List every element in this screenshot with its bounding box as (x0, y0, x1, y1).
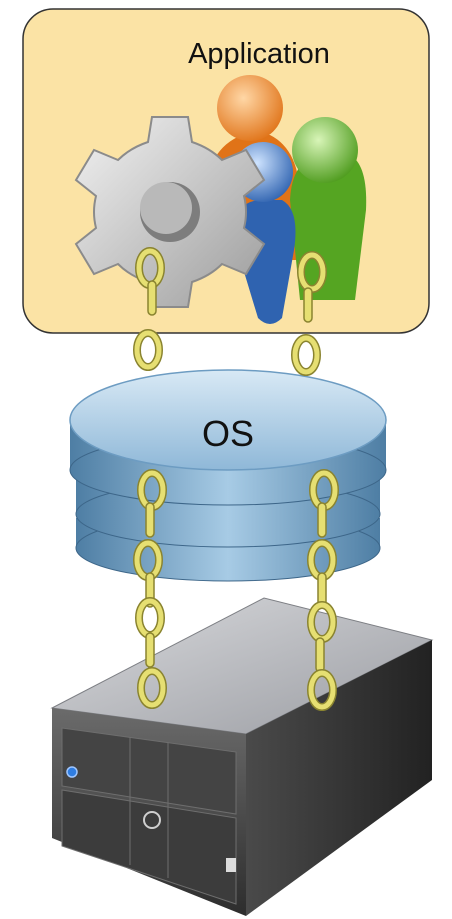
server-icon (50, 597, 434, 916)
gear-icon (74, 116, 266, 308)
os-label: OS (202, 413, 254, 454)
power-led-icon (66, 766, 78, 778)
disk-stack-icon: OS (69, 369, 387, 582)
application-label: Application (188, 38, 330, 70)
